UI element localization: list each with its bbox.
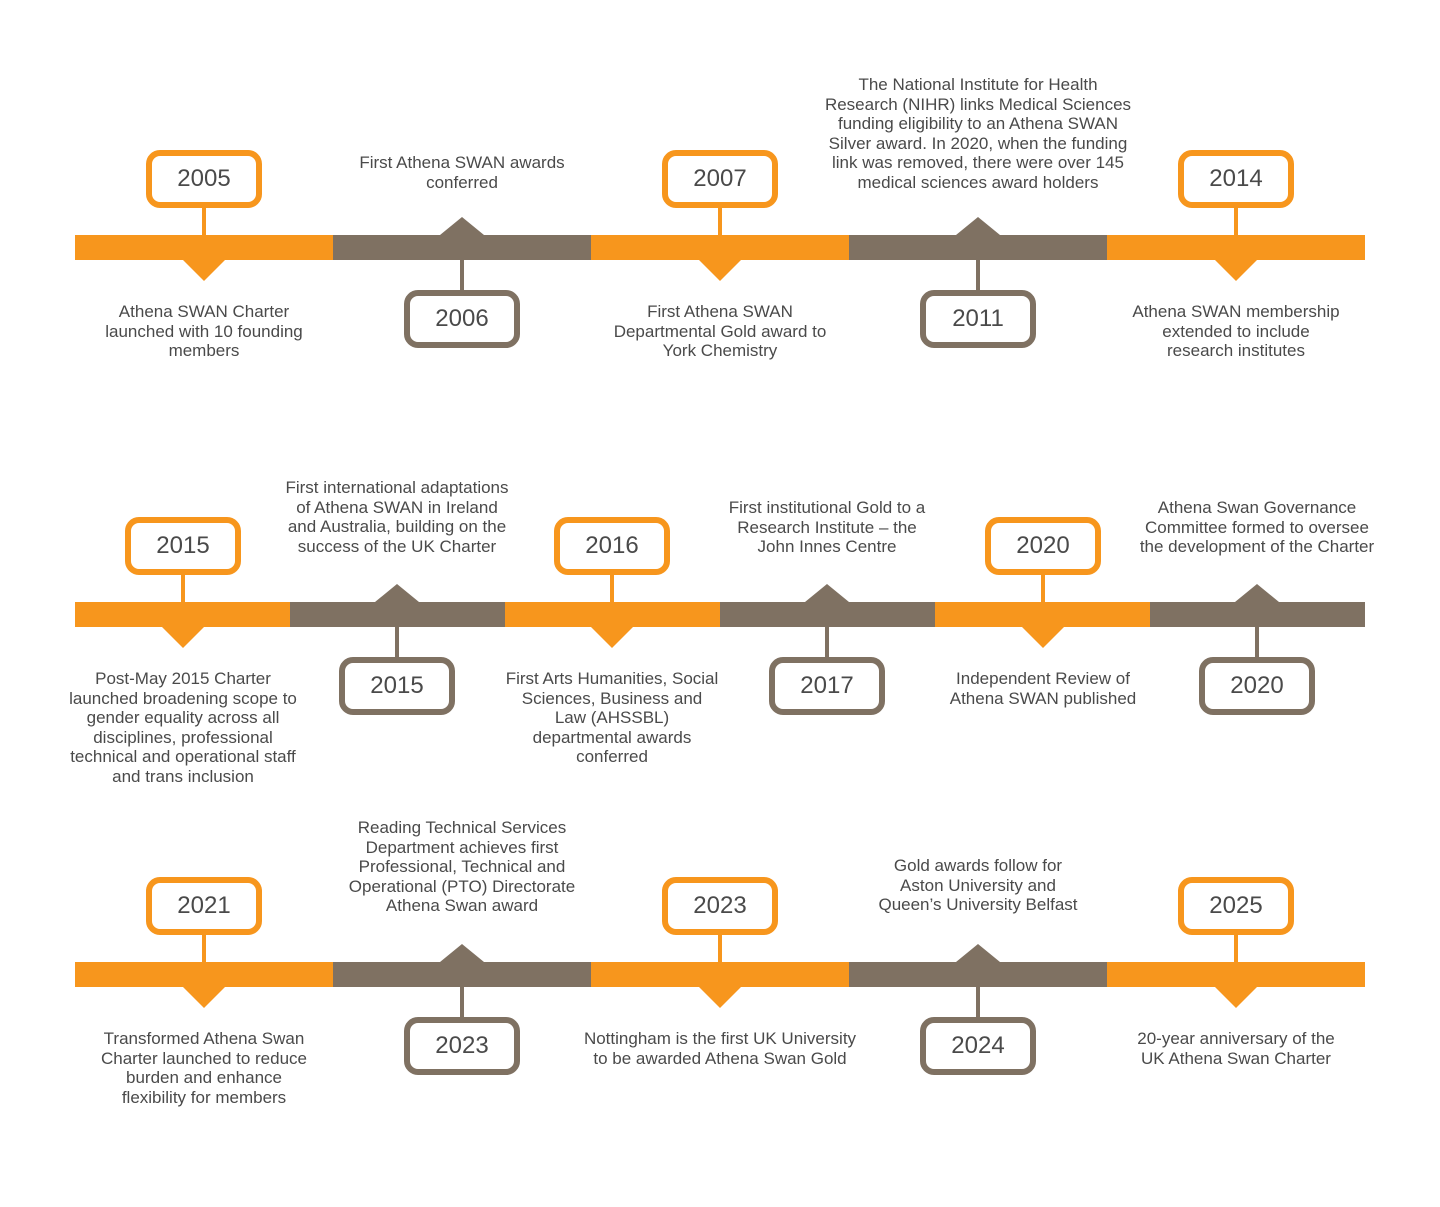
pointer-up-icon xyxy=(1235,584,1279,602)
timeline-segment xyxy=(75,235,333,260)
pointer-down-icon xyxy=(182,259,226,281)
event-description: First international adaptations of Athen… xyxy=(285,478,509,556)
connector-stem xyxy=(1255,626,1259,658)
connector-stem xyxy=(181,573,185,603)
connector-stem xyxy=(976,986,980,1018)
pointer-up-icon xyxy=(440,944,484,962)
connector-stem xyxy=(718,206,722,236)
timeline-segment xyxy=(591,235,849,260)
year-badge: 2020 xyxy=(1199,657,1315,715)
timeline-segment xyxy=(935,602,1150,627)
event-description: 20-year anniversary of the UK Athena Swa… xyxy=(1137,1029,1335,1068)
connector-stem xyxy=(610,573,614,603)
connector-stem xyxy=(202,206,206,236)
connector-stem xyxy=(976,259,980,291)
pointer-down-icon xyxy=(1021,626,1065,648)
timeline-row-2: 2015 Post-May 2015 Charter launched broa… xyxy=(0,0,1440,786)
pointer-down-icon xyxy=(161,626,205,648)
year-badge: 2023 xyxy=(404,1017,520,1075)
timeline-segment xyxy=(333,962,591,987)
connector-stem xyxy=(825,626,829,658)
connector-stem xyxy=(460,986,464,1018)
year-badge: 2005 xyxy=(146,150,262,208)
connector-stem xyxy=(1041,573,1045,603)
year-badge: 2007 xyxy=(662,150,778,208)
year-badge: 2015 xyxy=(339,657,455,715)
timeline-segment xyxy=(75,602,290,627)
event-description: Gold awards follow for Aston University … xyxy=(878,856,1078,915)
year-badge: 2015 xyxy=(125,517,241,575)
timeline-segment xyxy=(849,235,1107,260)
event-description: First Athena SWAN Departmental Gold awar… xyxy=(613,302,827,361)
pointer-up-icon xyxy=(440,217,484,235)
timeline-row-3: 2021 Transformed Athena Swan Charter lau… xyxy=(0,0,1440,1107)
year-badge: 2020 xyxy=(985,517,1101,575)
year-badge: 2024 xyxy=(920,1017,1036,1075)
connector-stem xyxy=(1234,933,1238,963)
timeline-segment xyxy=(505,602,720,627)
year-badge: 2011 xyxy=(920,290,1036,348)
event-description: Post-May 2015 Charter launched broadenin… xyxy=(69,669,297,786)
event-description: Transformed Athena Swan Charter launched… xyxy=(100,1029,308,1107)
pointer-down-icon xyxy=(698,986,742,1008)
event-description: Athena SWAN membership extended to inclu… xyxy=(1132,302,1340,361)
year-badge: 2014 xyxy=(1178,150,1294,208)
timeline-segment xyxy=(720,602,935,627)
event-description: Athena Swan Governance Committee formed … xyxy=(1139,498,1375,557)
timeline-segment xyxy=(1107,962,1365,987)
timeline-segment xyxy=(333,235,591,260)
year-badge: 2017 xyxy=(769,657,885,715)
year-badge: 2016 xyxy=(554,517,670,575)
pointer-down-icon xyxy=(1214,986,1258,1008)
timeline-segment xyxy=(591,962,849,987)
pointer-down-icon xyxy=(182,986,226,1008)
event-description: First Athena SWAN awards conferred xyxy=(359,153,565,192)
connector-stem xyxy=(460,259,464,291)
year-badge: 2023 xyxy=(662,877,778,935)
pointer-up-icon xyxy=(805,584,849,602)
pointer-down-icon xyxy=(698,259,742,281)
event-description: The National Institute for Health Resear… xyxy=(824,75,1132,192)
connector-stem xyxy=(395,626,399,658)
connector-stem xyxy=(1234,206,1238,236)
timeline-segment xyxy=(1107,235,1365,260)
event-description: First Arts Humanities, Social Sciences, … xyxy=(505,669,719,767)
timeline-segment xyxy=(1150,602,1365,627)
pointer-up-icon xyxy=(956,944,1000,962)
event-description: Nottingham is the first UK University to… xyxy=(583,1029,857,1068)
event-description: Independent Review of Athena SWAN publis… xyxy=(949,669,1137,708)
event-description: First institutional Gold to a Research I… xyxy=(728,498,926,557)
timeline-row-1: 2005 Athena SWAN Charter launched with 1… xyxy=(0,0,1440,360)
timeline-segment xyxy=(849,962,1107,987)
year-badge: 2025 xyxy=(1178,877,1294,935)
pointer-down-icon xyxy=(1214,259,1258,281)
pointer-up-icon xyxy=(956,217,1000,235)
year-badge: 2006 xyxy=(404,290,520,348)
pointer-up-icon xyxy=(375,584,419,602)
pointer-down-icon xyxy=(590,626,634,648)
event-description: Athena SWAN Charter launched with 10 fou… xyxy=(105,302,303,361)
event-description: Reading Technical Services Department ac… xyxy=(348,818,576,916)
year-badge: 2021 xyxy=(146,877,262,935)
connector-stem xyxy=(718,933,722,963)
timeline-segment xyxy=(75,962,333,987)
connector-stem xyxy=(202,933,206,963)
timeline-segment xyxy=(290,602,505,627)
